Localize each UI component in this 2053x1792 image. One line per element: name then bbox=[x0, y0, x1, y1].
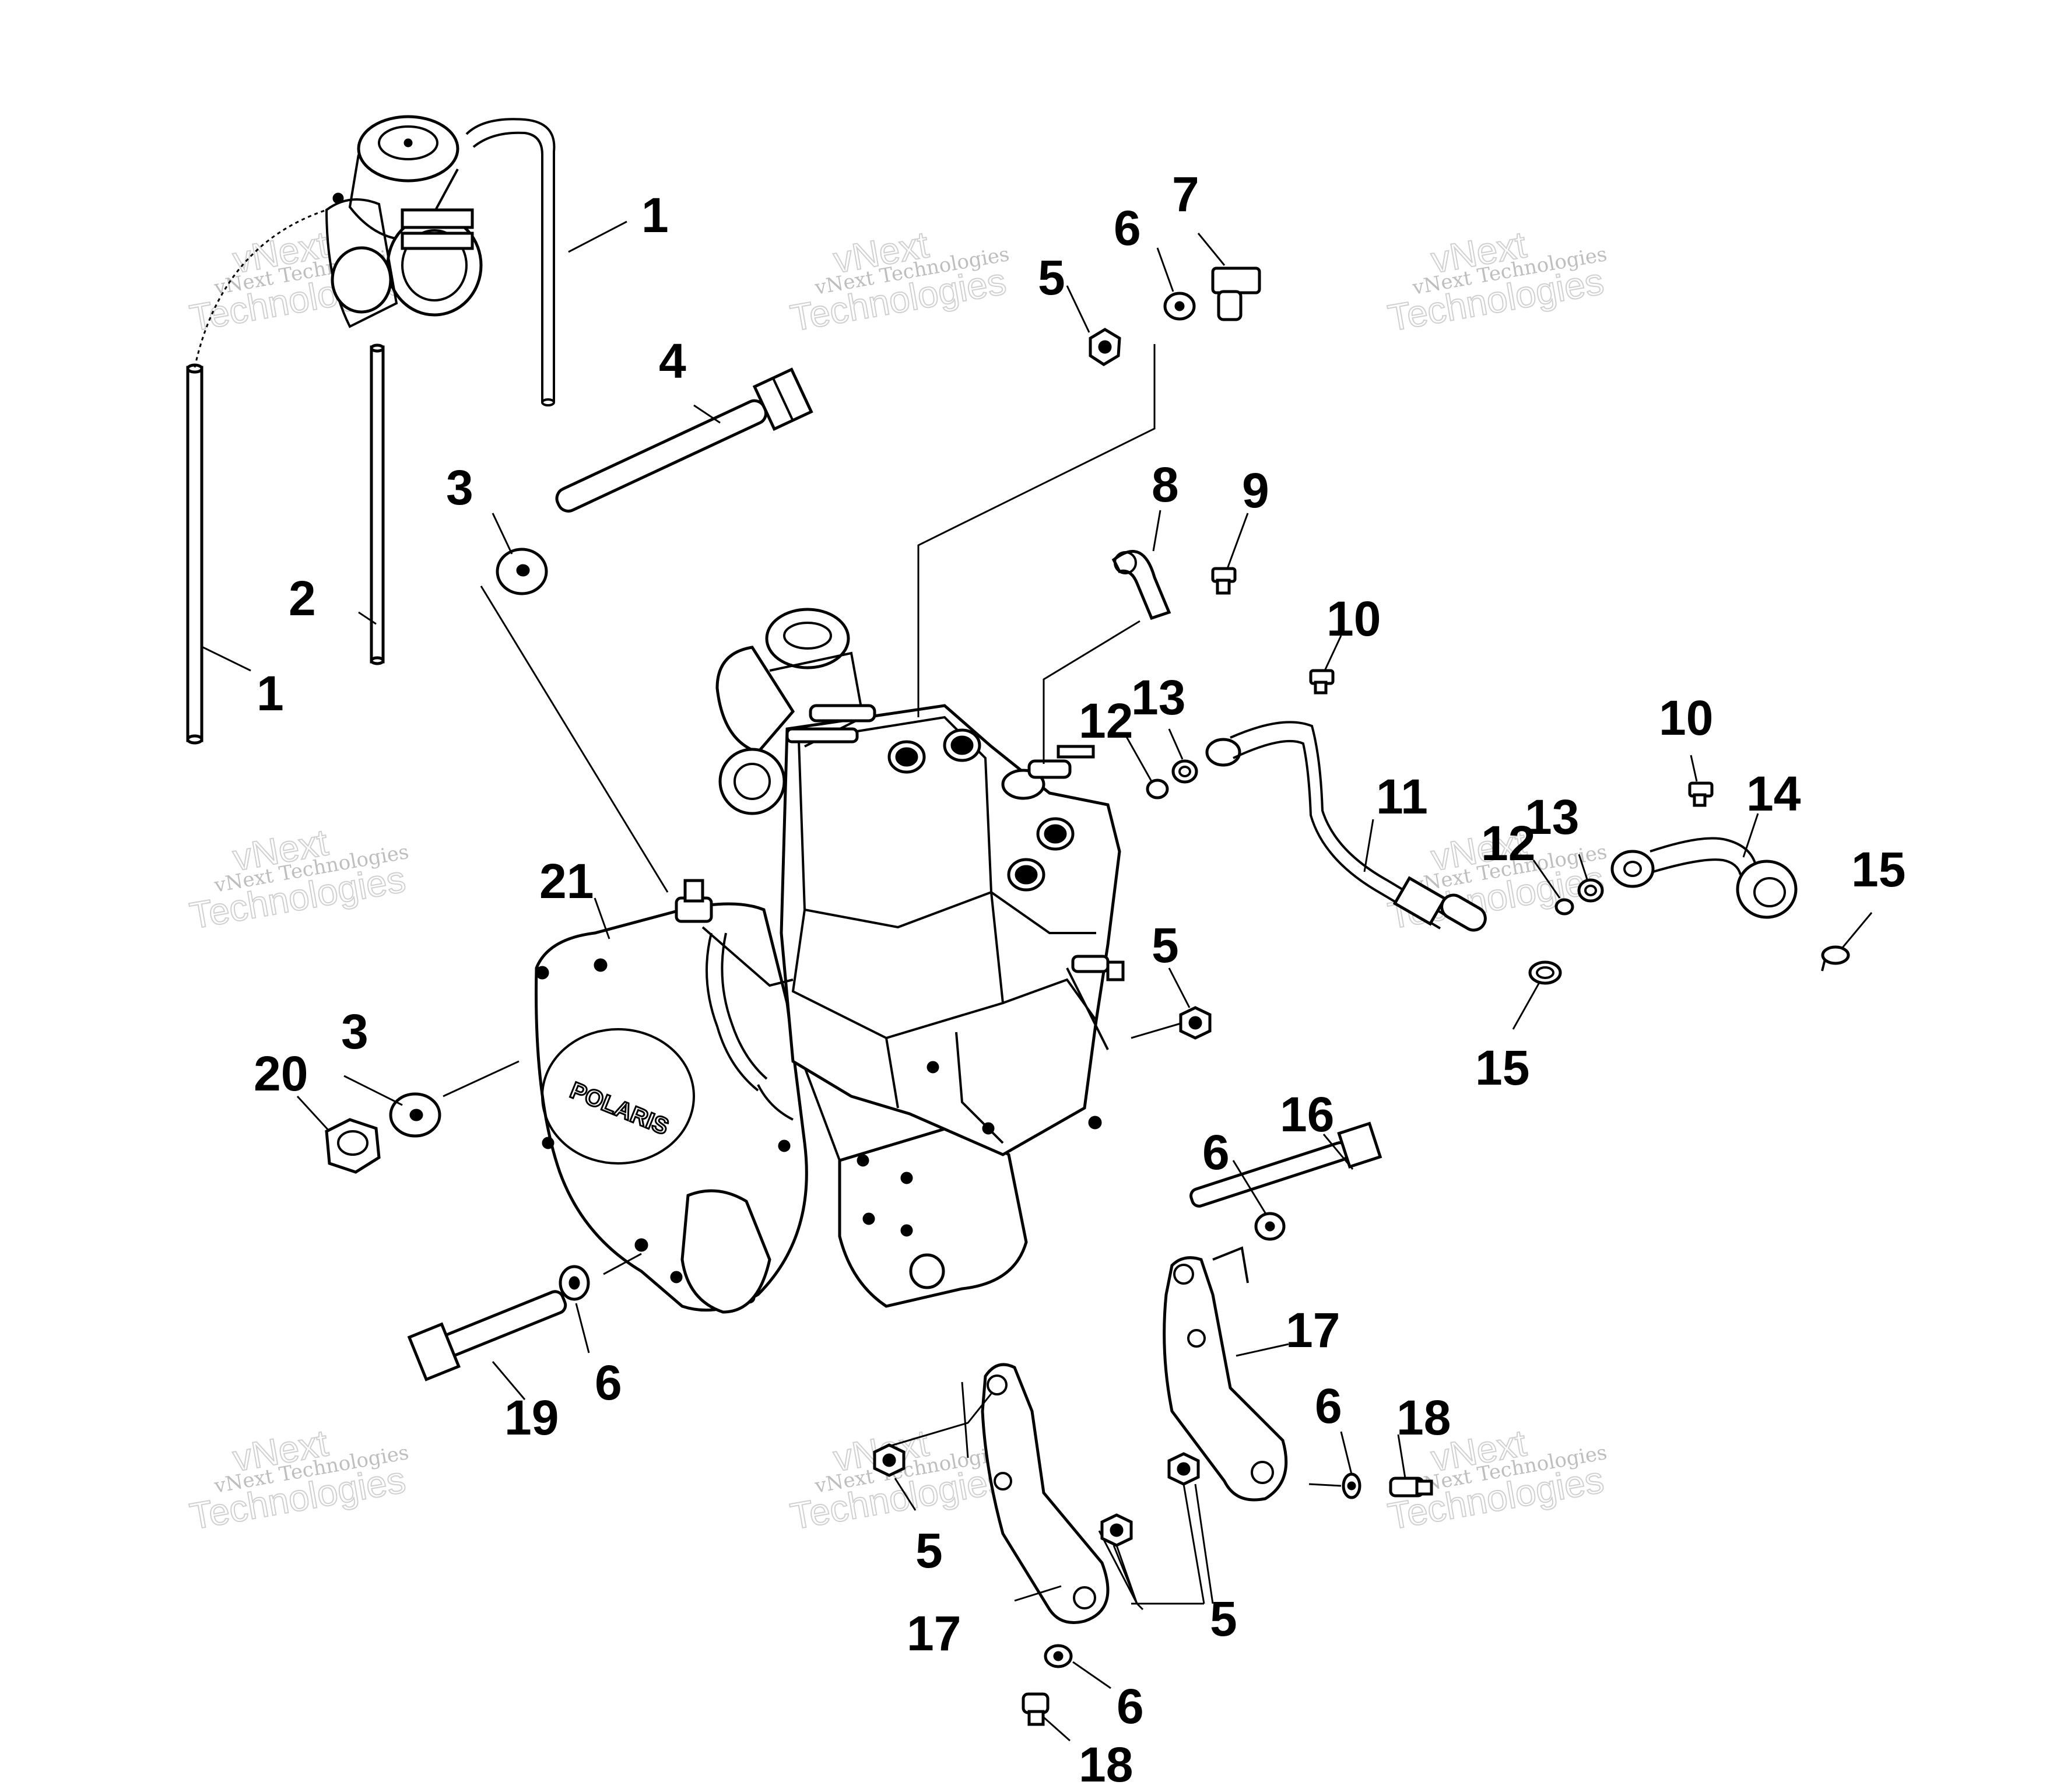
clamp-15-right bbox=[1821, 945, 1850, 972]
callout-1-top: 1 bbox=[641, 188, 669, 243]
vent-hose-top bbox=[465, 118, 556, 406]
callout-10-left: 10 bbox=[1326, 591, 1381, 646]
callout-12-left: 12 bbox=[1079, 693, 1133, 748]
callout-6-left: 6 bbox=[595, 1355, 622, 1410]
callout-5-right: 5 bbox=[1152, 918, 1179, 973]
callout-15-right: 15 bbox=[1851, 842, 1905, 897]
callout-20: 20 bbox=[254, 1046, 308, 1101]
callout-8: 8 bbox=[1152, 457, 1179, 512]
bolt-7 bbox=[1211, 266, 1261, 321]
screw-10-left bbox=[1309, 669, 1335, 695]
callout-14: 14 bbox=[1746, 766, 1801, 821]
nut-5-right bbox=[1179, 1006, 1212, 1040]
washer-6-bracket bbox=[1342, 1472, 1361, 1499]
callout-2: 2 bbox=[289, 571, 316, 626]
callout-11: 11 bbox=[1376, 769, 1428, 824]
callout-21: 21 bbox=[539, 854, 594, 909]
watermark-tile-2: vNext vNext Technologies Technologies bbox=[787, 223, 1011, 340]
callout-15-center: 15 bbox=[1475, 1040, 1529, 1095]
vent-hose-left bbox=[186, 209, 327, 745]
callout-6-top: 6 bbox=[1114, 201, 1141, 255]
callout-10-right: 10 bbox=[1659, 690, 1713, 745]
clip-8 bbox=[1111, 549, 1171, 620]
bolt-19 bbox=[407, 1290, 567, 1381]
nut-5-top bbox=[1089, 328, 1121, 366]
callout-12-right: 12 bbox=[1481, 816, 1535, 871]
callout-3-top: 3 bbox=[446, 460, 473, 515]
callout-13-right: 13 bbox=[1525, 790, 1579, 844]
vent-hose-middle bbox=[370, 343, 385, 665]
oil-line-14 bbox=[1610, 837, 1798, 919]
washer-6-bottom bbox=[1044, 1644, 1073, 1668]
seal-12-right bbox=[1554, 898, 1574, 916]
callout-1-left: 1 bbox=[257, 666, 284, 721]
callout-6-right: 6 bbox=[1202, 1125, 1230, 1180]
through-bolt bbox=[555, 367, 813, 513]
leader-lines bbox=[202, 220, 1873, 1742]
callout-6-bracket: 6 bbox=[1315, 1379, 1342, 1433]
clamp-15-center bbox=[1528, 960, 1562, 985]
callout-18-right: 18 bbox=[1396, 1390, 1451, 1445]
seal-12-left bbox=[1146, 778, 1169, 799]
nut-5-bracket-right bbox=[1167, 1452, 1200, 1486]
screw-10-right bbox=[1688, 781, 1714, 807]
nut-20 bbox=[325, 1118, 381, 1174]
watermark-tile-4: vNext vNext Technologies Technologies bbox=[186, 820, 410, 938]
nut-5-bracket-middle bbox=[1100, 1513, 1133, 1547]
bolt-16 bbox=[1189, 1121, 1382, 1208]
watermark-tile-8: vNext vNext Technologies Technologies bbox=[787, 1421, 1011, 1538]
watermark-tile-3: vNext vNext Technologies Technologies bbox=[1384, 223, 1609, 340]
callout-labels: 1 1 2 3 3 4 5 5 5 5 6 6 6 6 6 7 8 9 10 1… bbox=[254, 167, 1905, 1792]
watermark-tile-7: vNext vNext Technologies Technologies bbox=[186, 1421, 410, 1538]
callout-17-right: 17 bbox=[1286, 1303, 1340, 1358]
callout-6-bottom: 6 bbox=[1117, 1679, 1144, 1734]
washer-6-top bbox=[1163, 292, 1196, 321]
callout-16: 16 bbox=[1280, 1087, 1334, 1142]
callout-17-left: 17 bbox=[907, 1606, 961, 1661]
callout-3-left: 3 bbox=[341, 1004, 369, 1059]
callout-18-bottom: 18 bbox=[1079, 1737, 1133, 1792]
callout-9: 9 bbox=[1242, 463, 1269, 518]
callout-5-bracket-right: 5 bbox=[1210, 1591, 1237, 1646]
carburetor-assembly bbox=[325, 115, 483, 328]
callout-13-left: 13 bbox=[1131, 670, 1185, 725]
callout-5-bracket-left: 5 bbox=[915, 1523, 943, 1578]
nut-5-bracket-left bbox=[873, 1443, 906, 1477]
washer-13-left bbox=[1171, 759, 1198, 784]
oil-line-11 bbox=[1205, 721, 1487, 932]
washer-3-top bbox=[496, 548, 548, 595]
callout-5-top: 5 bbox=[1038, 250, 1065, 305]
bolt-18-bottom bbox=[1022, 1692, 1050, 1726]
bracket-17-left bbox=[981, 1363, 1110, 1624]
washer-3-left bbox=[389, 1092, 441, 1138]
washer-13-right bbox=[1577, 878, 1604, 903]
washer-6-right bbox=[1254, 1212, 1286, 1241]
screw-9 bbox=[1211, 567, 1237, 595]
washer-6-left bbox=[559, 1265, 590, 1301]
callout-4: 4 bbox=[659, 334, 686, 388]
engine-assembly: POLARIS bbox=[535, 608, 1125, 1314]
bolt-18-right bbox=[1389, 1477, 1433, 1498]
callout-19: 19 bbox=[504, 1390, 559, 1445]
bracket-17-right bbox=[1163, 1246, 1288, 1502]
callout-7: 7 bbox=[1172, 167, 1199, 222]
